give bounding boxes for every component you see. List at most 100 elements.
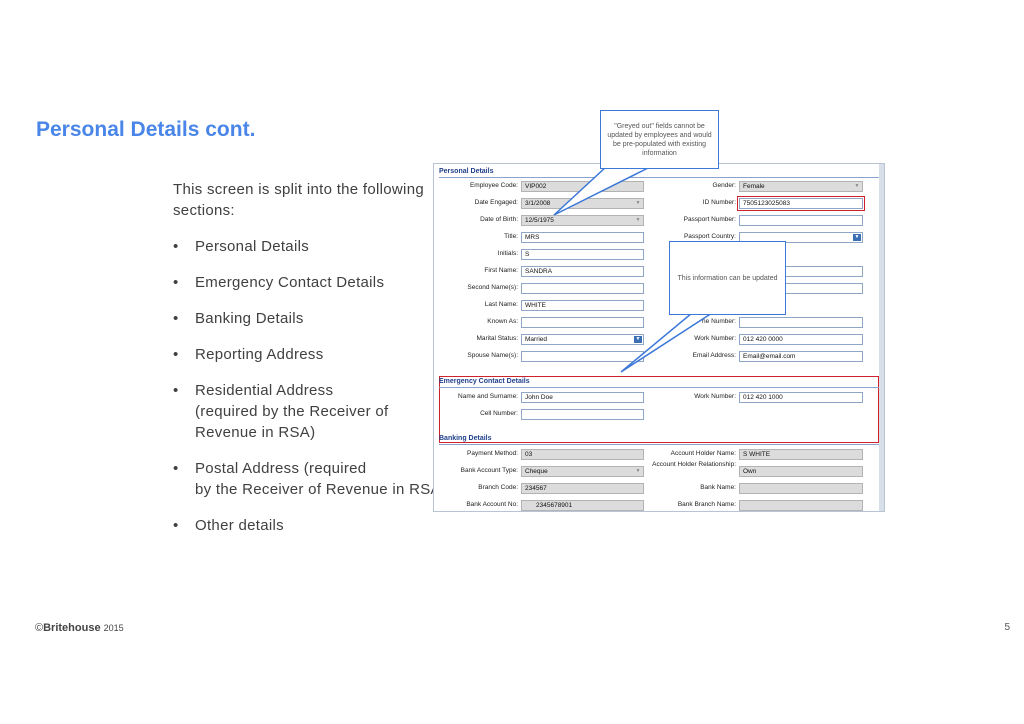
list-item: Postal Address (required by the Receiver … — [173, 458, 473, 500]
section-title-banking: Banking Details — [439, 435, 492, 442]
chevron-down-icon[interactable]: ▼ — [634, 336, 642, 343]
field-value: 234567 — [525, 485, 547, 492]
section-list: Personal Details Emergency Contact Detai… — [173, 236, 473, 551]
list-item: Other details — [173, 515, 473, 536]
marital-status-select[interactable]: Married ▼ — [521, 334, 644, 345]
greyed-fields-callout: "Greyed out" fields cannot be updated by… — [600, 110, 719, 169]
field-value: S WHITE — [743, 451, 771, 458]
field-label: Branch Code: — [478, 484, 518, 491]
field-label: Gender: — [712, 182, 737, 189]
first-name-field[interactable]: SANDRA — [521, 266, 644, 277]
field-label: First Name: — [484, 267, 518, 274]
section-title-personal: Personal Details — [439, 168, 494, 175]
date-of-birth-field: 12/5/1975▼ — [521, 215, 644, 226]
field-value: Own — [743, 468, 757, 475]
list-item-subtext: (required by the Receiver of Revenue in … — [195, 403, 389, 441]
passport-number-field[interactable] — [739, 215, 863, 226]
field-value: 3/1/2008 — [525, 200, 551, 207]
list-item-text: Residential Address — [195, 382, 334, 399]
list-item-text: Personal Details — [195, 238, 310, 255]
list-item: Reporting Address — [173, 344, 473, 365]
callout-text: "Greyed out" fields cannot be updated by… — [607, 122, 712, 157]
section-divider — [439, 387, 879, 388]
field-label: Title: — [504, 233, 518, 240]
scrollbar[interactable] — [879, 164, 884, 511]
chevron-down-icon: ▼ — [635, 468, 641, 474]
section-divider — [439, 444, 879, 445]
section-divider — [439, 177, 879, 178]
field-label: Bank Name: — [700, 484, 736, 491]
brand-name: Britehouse — [43, 622, 101, 634]
list-item-text: Emergency Contact Details — [195, 274, 385, 291]
field-label: Bank Branch Name: — [677, 501, 736, 508]
emergency-cell-field[interactable] — [521, 409, 644, 420]
field-label: Last Name: — [484, 301, 518, 308]
work-number-field[interactable]: 012 420 0000 — [739, 334, 863, 345]
field-label: Spouse Name(s): — [467, 352, 518, 359]
field-label: Work Number: — [694, 393, 736, 400]
bank-name-field — [739, 483, 863, 494]
field-value: John Doe — [525, 394, 553, 401]
list-item-text: Other details — [195, 517, 284, 534]
intro-text: This screen is split into the following … — [173, 181, 424, 219]
bank-account-type-field: Cheque ▼ — [521, 466, 644, 477]
phone-number-field[interactable] — [739, 317, 863, 328]
field-value: MRS — [525, 234, 540, 241]
field-label: Date Engaged: — [474, 199, 518, 206]
field-label: Account Holder Relationship: — [652, 461, 736, 468]
field-value: S — [525, 251, 530, 258]
highlight-box — [439, 376, 879, 443]
field-value: 03 — [525, 451, 533, 458]
id-number-field[interactable]: 7505123025083 — [739, 198, 863, 209]
chevron-down-icon[interactable]: ▼ — [853, 234, 861, 241]
slide-title: Personal Details cont. — [36, 118, 256, 141]
field-value: 7505123025083 — [743, 200, 790, 207]
payment-method-field: 03 — [521, 449, 644, 460]
email-address-field[interactable]: Email@email.com — [739, 351, 863, 362]
field-label: Bank Account Type: — [460, 467, 518, 474]
chevron-down-icon: ▼ — [635, 200, 641, 206]
field-value: VIP002 — [525, 183, 547, 190]
list-item-text: Postal Address (required — [195, 460, 367, 477]
title-field[interactable]: MRS — [521, 232, 644, 243]
bank-branch-name-field — [739, 500, 863, 511]
list-item-text: Reporting Address — [195, 346, 324, 363]
field-label: Account Holder Name: — [670, 450, 736, 457]
field-label: Bank Account No: — [466, 501, 518, 508]
field-value: 012 420 1000 — [743, 394, 783, 401]
second-name-field[interactable] — [521, 283, 644, 294]
last-name-field[interactable]: WHITE — [521, 300, 644, 311]
list-item-subtext: by the Receiver of Revenue in RSA) — [195, 481, 447, 498]
passport-country-select[interactable]: ▼ — [739, 232, 863, 243]
field-value: WHITE — [525, 302, 546, 309]
field-label: Payment Method: — [467, 450, 518, 457]
list-item: Residential Address (required by the Rece… — [173, 380, 473, 443]
emergency-name-field[interactable]: John Doe — [521, 392, 644, 403]
initials-field[interactable]: S — [521, 249, 644, 260]
field-label: Name and Surname: — [458, 393, 518, 400]
callout-pointer — [553, 166, 651, 216]
section-title-emergency: Emergency Contact Details — [439, 378, 530, 385]
chevron-down-icon: ▼ — [635, 217, 641, 223]
bank-account-no-field: 2345678901 — [521, 500, 644, 511]
field-label: Initials: — [497, 250, 518, 257]
field-value: SANDRA — [525, 268, 553, 275]
branch-code-field: 234567 — [521, 483, 644, 494]
field-value: 012 420 0000 — [743, 336, 783, 343]
field-label: Employee Code: — [469, 182, 518, 189]
account-holder-relationship-field: Own — [739, 466, 863, 477]
account-holder-name-field: S WHITE — [739, 449, 863, 460]
copyright-symbol: © — [35, 622, 44, 634]
field-value: Cheque — [525, 468, 548, 475]
updatable-info-callout: This information can be updated — [669, 241, 786, 315]
field-value: 2345678901 — [536, 502, 573, 509]
field-label: Known As: — [487, 318, 518, 325]
known-as-field[interactable] — [521, 317, 644, 328]
emergency-work-field[interactable]: 012 420 1000 — [739, 392, 863, 403]
field-label: ne Number: — [702, 318, 736, 325]
field-label: Second Name(s): — [467, 284, 518, 291]
gender-field: Female▼ — [739, 181, 863, 192]
logo-year: 2015 — [103, 623, 124, 633]
field-value: Married — [525, 336, 548, 343]
